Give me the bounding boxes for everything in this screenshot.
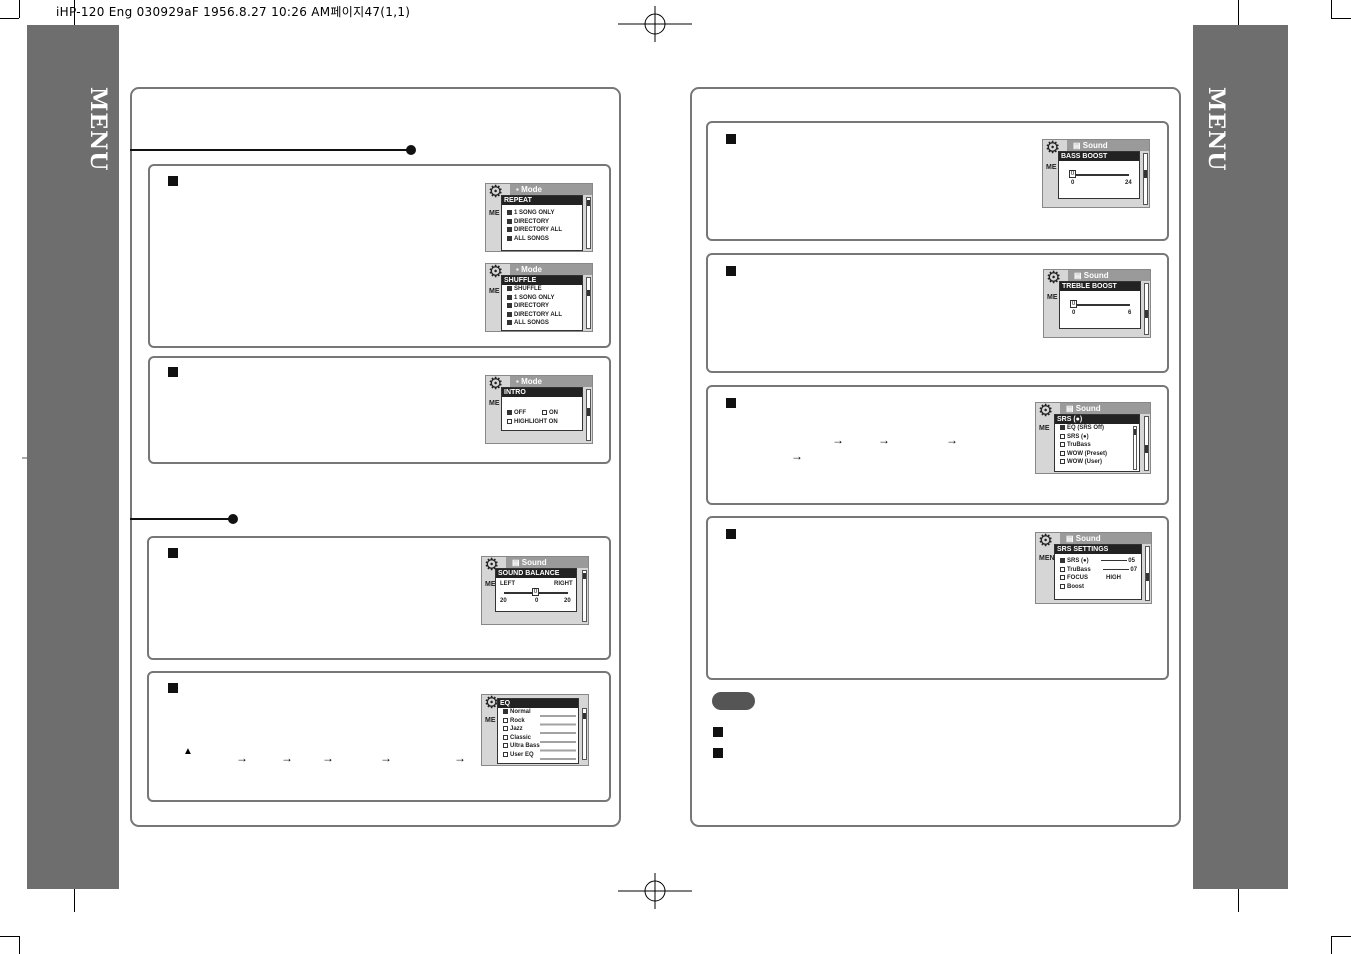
crop-mark bbox=[19, 0, 20, 18]
lcd-srs-screen: ⚙ ▤ Sound ME SRS (●) EQ (SRS Off) SRS (●… bbox=[1035, 402, 1151, 474]
pointer-icon: ▲ bbox=[183, 746, 193, 757]
lcd-srs-settings-screen: ⚙ ▤ Sound MEN SRS SETTINGS SRS (●) 05 Tr… bbox=[1035, 532, 1152, 604]
lcd-window: TREBLE BOOST 0 0 6 bbox=[1059, 281, 1141, 329]
arrow-right-icon: → bbox=[380, 751, 392, 765]
lcd-scrollbar bbox=[1144, 416, 1149, 471]
gear-icon: ⚙ bbox=[1038, 532, 1054, 550]
registration-mark-icon bbox=[618, 873, 692, 909]
gear-icon: ⚙ bbox=[488, 375, 504, 393]
lcd-bass-boost-screen: ⚙ ▤ Sound ME BASS BOOST 0 0 24 bbox=[1042, 139, 1150, 208]
crop-mark bbox=[0, 936, 19, 937]
lcd-scrollbar bbox=[586, 197, 591, 249]
lcd-window: SOUND BALANCE LEFT RIGHT 0 20 0 20 bbox=[495, 568, 577, 612]
lcd-scrollbar bbox=[586, 389, 591, 441]
lcd-sound-bar: ▤ Sound bbox=[1068, 270, 1150, 281]
crop-mark bbox=[74, 870, 75, 912]
lcd-scrollbar bbox=[1145, 546, 1150, 601]
registration-mark-icon bbox=[618, 6, 692, 42]
lcd-window: REPEAT 1 SONG ONLY DIRECTORY DIRECTORY A… bbox=[501, 195, 583, 251]
lcd-scrollbar bbox=[1143, 153, 1148, 205]
arrow-right-icon: → bbox=[878, 433, 890, 447]
crop-mark bbox=[1331, 936, 1351, 937]
lcd-treble-boost-screen: ⚙ ▤ Sound ME TREBLE BOOST 0 0 6 bbox=[1043, 269, 1151, 338]
side-tab-label: MENU bbox=[85, 87, 111, 172]
arrow-right-icon: → bbox=[322, 751, 334, 765]
lcd-sound-bar: ▤ Sound bbox=[1060, 403, 1150, 414]
lcd-scrollbar bbox=[1144, 283, 1149, 335]
gear-icon: ⚙ bbox=[1046, 269, 1062, 287]
lcd-sound-bar: ▤ Sound bbox=[1067, 140, 1149, 151]
square-bullet-icon bbox=[713, 748, 723, 758]
gear-icon: ⚙ bbox=[488, 263, 504, 281]
lcd-scrollbar bbox=[586, 277, 591, 329]
left-sidebar: MENU bbox=[27, 25, 119, 889]
note-badge bbox=[712, 692, 755, 710]
lcd-mode-bar: ▪ Mode bbox=[510, 264, 592, 275]
arrow-right-icon: → bbox=[791, 449, 803, 463]
square-bullet-icon bbox=[168, 367, 178, 377]
square-bullet-icon bbox=[726, 266, 736, 276]
lcd-scrollbar bbox=[582, 570, 587, 622]
lcd-sound-bar: ▤ Sound bbox=[1060, 533, 1151, 544]
print-header: iHP-120 Eng 030929aF 1956.8.27 10:26 AM페… bbox=[56, 5, 411, 19]
arrow-right-icon: → bbox=[946, 433, 958, 447]
square-bullet-icon bbox=[726, 398, 736, 408]
crop-mark bbox=[1238, 870, 1239, 912]
square-bullet-icon bbox=[168, 683, 178, 693]
lcd-scrollbar bbox=[1133, 426, 1137, 470]
section-heading-line bbox=[130, 518, 234, 520]
side-tab-label: MENU bbox=[1203, 87, 1229, 172]
square-bullet-icon bbox=[726, 529, 736, 539]
gear-icon: ⚙ bbox=[1045, 139, 1061, 157]
crop-mark bbox=[1331, 18, 1351, 19]
square-bullet-icon bbox=[713, 727, 723, 737]
lcd-eq-screen: ⚙ ME EQ Normal Rock Jazz Classic Ultra B… bbox=[481, 694, 589, 766]
crop-mark bbox=[74, 0, 75, 40]
crop-mark bbox=[19, 936, 20, 954]
bullet-dot-icon bbox=[406, 145, 416, 155]
bullet-dot-icon bbox=[228, 514, 238, 524]
lcd-window: SRS SETTINGS SRS (●) 05 TruBass 07 FOCUS… bbox=[1054, 544, 1142, 600]
gear-icon: ⚙ bbox=[488, 183, 504, 201]
square-bullet-icon bbox=[168, 176, 178, 186]
crop-mark bbox=[0, 18, 19, 19]
lcd-sound-bar: ▤ Sound bbox=[506, 557, 588, 568]
lcd-shuffle-screen: ⚙ ▪ Mode ME SHUFFLE SHUFFLE 1 SONG ONLY … bbox=[485, 263, 593, 332]
lcd-window: BASS BOOST 0 0 24 bbox=[1058, 151, 1140, 199]
arrow-right-icon: → bbox=[281, 751, 293, 765]
lcd-repeat-screen: ⚙ ▪ Mode ME REPEAT 1 SONG ONLY DIRECTORY… bbox=[485, 183, 593, 252]
crop-mark bbox=[1331, 0, 1332, 18]
gear-icon: ⚙ bbox=[1038, 402, 1054, 420]
gear-icon: ⚙ bbox=[484, 694, 500, 712]
lcd-sound-balance-screen: ⚙ ▤ Sound ME SOUND BALANCE LEFT RIGHT 0 … bbox=[481, 556, 589, 625]
lcd-mode-bar: ▪ Mode bbox=[510, 184, 592, 195]
lcd-window: EQ Normal Rock Jazz Classic Ultra Bass U… bbox=[497, 698, 579, 764]
lcd-mode-bar: ▪ Mode bbox=[510, 376, 592, 387]
crop-mark bbox=[1238, 0, 1239, 40]
lcd-window: SHUFFLE SHUFFLE 1 SONG ONLY DIRECTORY DI… bbox=[501, 275, 583, 331]
eq-graph bbox=[540, 713, 576, 763]
arrow-right-icon: → bbox=[832, 433, 844, 447]
lcd-window: SRS (●) EQ (SRS Off) SRS (●) TruBass WOW… bbox=[1054, 414, 1140, 472]
section-heading-line bbox=[130, 149, 412, 151]
square-bullet-icon bbox=[726, 134, 736, 144]
arrow-right-icon: → bbox=[236, 751, 248, 765]
square-bullet-icon bbox=[168, 548, 178, 558]
arrow-right-icon: → bbox=[454, 751, 466, 765]
lcd-scrollbar bbox=[582, 708, 587, 760]
right-sidebar: MENU bbox=[1193, 25, 1288, 889]
crop-mark bbox=[1331, 936, 1332, 954]
